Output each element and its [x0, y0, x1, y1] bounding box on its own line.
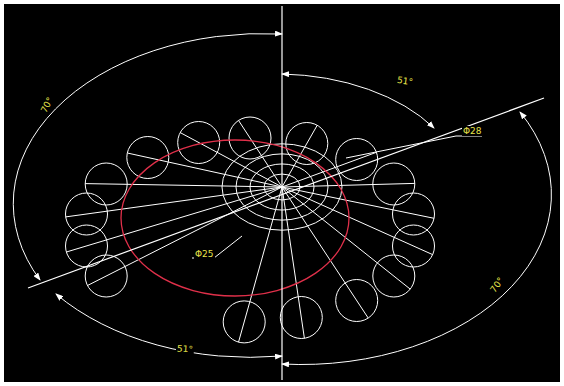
leader-line [192, 236, 242, 258]
center-line [28, 98, 544, 288]
radial-line [282, 183, 415, 187]
radial-line [239, 187, 283, 342]
dimension-arc [13, 34, 282, 280]
radial-line [282, 187, 304, 338]
radial-line [85, 184, 282, 187]
leader-line [346, 136, 482, 158]
dimension-text: 70° [488, 275, 506, 295]
radial-line [66, 187, 282, 217]
radial-line [282, 187, 368, 318]
dimension-text: 51° [395, 75, 414, 87]
pitch-ellipse [121, 140, 349, 296]
radial-line [239, 120, 283, 187]
radial-line [282, 125, 317, 187]
cad-drawing [4, 4, 560, 382]
dimension-arc [56, 294, 282, 357]
radial-line [127, 153, 282, 187]
dimension-text: 51° [176, 343, 195, 354]
radial-line [66, 187, 282, 252]
dimension-arc [282, 112, 551, 365]
dimension-arc [282, 74, 434, 128]
radial-line [282, 152, 376, 187]
center-line [281, 6, 282, 380]
radial-line [180, 133, 282, 187]
radial-line [282, 187, 434, 218]
dimension-text: Φ28 [462, 126, 483, 136]
dimension-text: Φ25 [194, 249, 215, 259]
drawing-sheet: 70°51°Φ28Φ2570°51° [4, 4, 560, 382]
